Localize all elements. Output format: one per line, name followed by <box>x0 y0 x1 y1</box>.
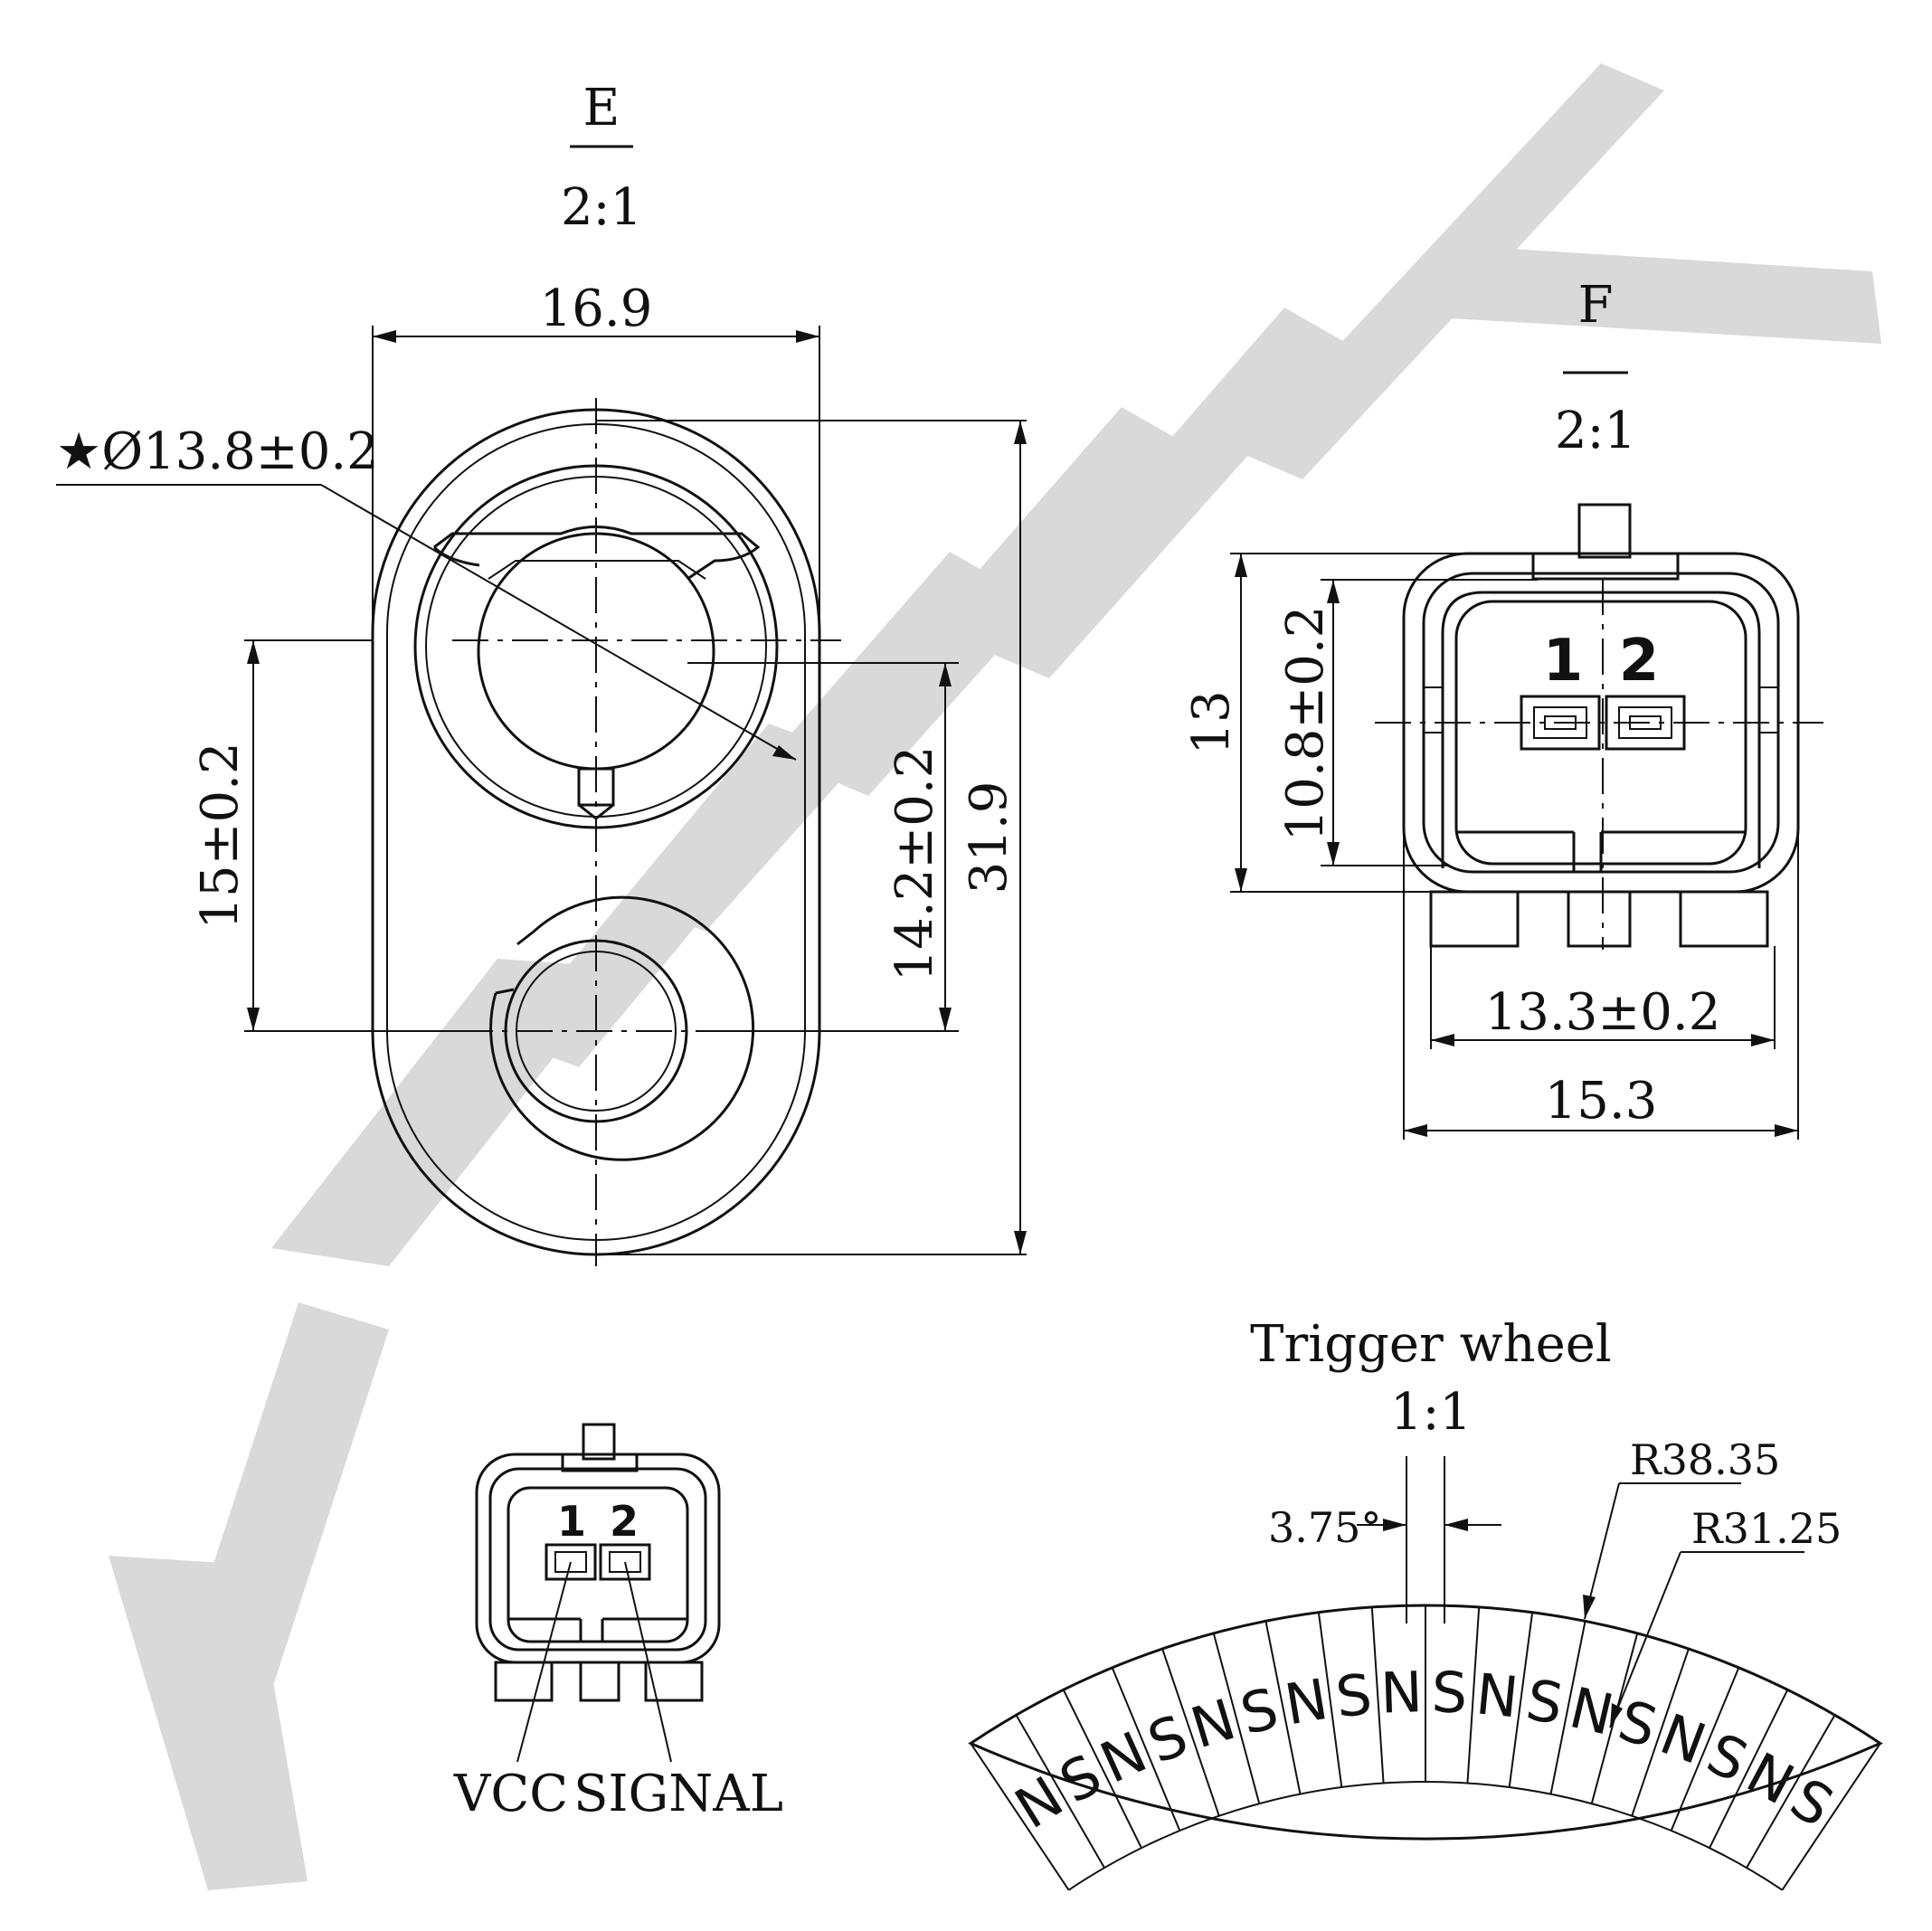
wheel-divider <box>1212 1633 1261 1804</box>
connector-pin-2: 2 <box>610 1497 639 1546</box>
wheel-divider <box>1161 1648 1220 1817</box>
wheel-divider <box>1781 1742 1881 1891</box>
dim-outer-radius: R38.35 <box>1630 1435 1780 1484</box>
wheel-pole-label: S <box>1333 1661 1375 1731</box>
wheel-divider <box>1746 1714 1836 1869</box>
wheel-divider <box>1631 1648 1690 1817</box>
wheel-divider <box>970 1742 1070 1891</box>
dim-length: 31.9 <box>960 781 1018 895</box>
dim-height-outer: 13 <box>1182 690 1241 754</box>
watermark-logo <box>109 63 1881 1890</box>
wheel-divider <box>1549 1621 1586 1794</box>
dim-height-inner: 10.8±0.2 <box>1276 606 1335 842</box>
view-f: F 2:1 1 2 <box>1182 276 1823 1140</box>
wheel-divider <box>1370 1606 1385 1784</box>
view-e: E 2:1 16.9 ★Ø13.8±0.2 <box>56 79 1027 1266</box>
view-f-pin-1: 1 <box>1543 628 1584 695</box>
dim-angle: 3.75° <box>1268 1503 1381 1552</box>
wheel-inner-arc <box>1067 1781 1784 1891</box>
pin-label-vcc: VCC <box>453 1765 568 1823</box>
wheel-divider <box>1670 1667 1740 1832</box>
mounting-ring <box>489 895 755 1161</box>
dim-inner-radius: R31.25 <box>1691 1504 1842 1553</box>
wheel-pole-label: N <box>1183 1686 1243 1761</box>
dim-width-outer: 15.3 <box>1545 1072 1658 1131</box>
connector-pinout: 1 2 VCC SIGNAL <box>453 1423 783 1823</box>
wheel-divider <box>1264 1621 1302 1794</box>
dim-width-inner: 13.3±0.2 <box>1485 983 1721 1042</box>
view-e-label: E <box>583 79 620 137</box>
dim-bore-spacing: 15±0.2 <box>191 742 250 929</box>
wheel-outline <box>968 1604 1883 1841</box>
connector-f-latch <box>1577 503 1632 559</box>
wheel-pole-label: S <box>1521 1667 1567 1737</box>
dim-width: 16.9 <box>540 279 653 338</box>
wheel-divider <box>1709 1689 1789 1849</box>
wheel-divider <box>1015 1714 1105 1869</box>
trigger-wheel-scale: 1:1 <box>1390 1383 1472 1442</box>
trigger-wheel-title: Trigger wheel <box>1250 1315 1612 1374</box>
pin-label-signal: SIGNAL <box>573 1765 783 1823</box>
dim-offset: 14.2±0.2 <box>886 746 944 982</box>
view-f-scale: 2:1 <box>1555 402 1636 460</box>
wheel-divider <box>1111 1667 1181 1832</box>
wheel-divider <box>1466 1606 1481 1784</box>
view-f-pin-2: 2 <box>1619 628 1660 695</box>
view-e-scale: 2:1 <box>561 178 642 237</box>
wheel-pole-label: S <box>1431 1659 1469 1726</box>
wheel-pole-label: N <box>1473 1661 1521 1730</box>
wheel-divider <box>1508 1612 1534 1788</box>
wheel-divider <box>1317 1612 1343 1788</box>
view-f-label: F <box>1578 276 1614 335</box>
wheel-divider <box>1062 1689 1142 1849</box>
wheel-pole-label: N <box>1280 1666 1332 1738</box>
wheel-pole-label: N <box>1379 1659 1424 1726</box>
dim-diameter: ★Ø13.8±0.2 <box>56 422 379 481</box>
connector-pin-1: 1 <box>557 1497 586 1546</box>
